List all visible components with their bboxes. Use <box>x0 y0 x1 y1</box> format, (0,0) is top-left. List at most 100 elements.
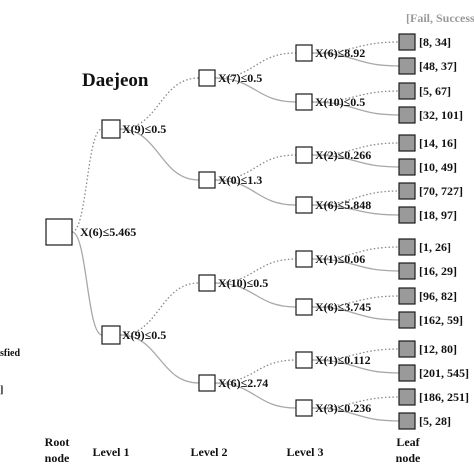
node-box-l3_b <box>295 93 313 111</box>
split-condition-l3_f: X(6)≤3.745 <box>315 300 371 314</box>
side-mark-fragment: ] <box>0 385 3 396</box>
level-1-label: Level 1 <box>93 445 130 459</box>
leaf-value-6: [10, 49] <box>419 160 457 174</box>
leaf-value-1: [8, 34] <box>419 35 451 49</box>
edge-l3_g-to-leaf-13 <box>311 348 400 361</box>
split-condition-l3_a: X(6)≤8.92 <box>315 46 365 60</box>
node-box-l2_b <box>198 171 216 189</box>
split-condition-l2_c: X(10)≤0.5 <box>218 276 268 290</box>
edge-l3_c-to-leaf-6 <box>311 154 400 168</box>
edge-l3_e-to-leaf-9 <box>311 246 400 260</box>
level-labels: Root node Level 1 Level 2 Level 3 Leaf n… <box>45 435 421 465</box>
split-condition-l3_e: X(1)≤0.06 <box>315 252 365 266</box>
edge-root-to-l1_bot <box>71 231 103 336</box>
edge-l3_d-to-leaf-7 <box>311 190 400 206</box>
edge-l3_b-to-leaf-4 <box>311 101 400 116</box>
split-condition-l3_g: X(1)≤0.112 <box>315 353 371 367</box>
leaf-box-1 <box>398 33 416 51</box>
edge-l3_b-to-leaf-3 <box>311 90 400 103</box>
leaf-box-16 <box>398 412 416 430</box>
leaf-box-7 <box>398 182 416 200</box>
level-root-label-line2: node <box>45 451 70 465</box>
node-box-l3_e <box>295 250 313 268</box>
leaf-box-9 <box>398 238 416 256</box>
split-condition-l1_bot: X(9)≤0.5 <box>122 328 166 342</box>
edge-l2_a-to-l3_a <box>214 52 297 79</box>
edge-l2_d-to-l3_g <box>214 359 297 384</box>
leaf-value-header: [Fail, Success] <box>406 11 474 25</box>
edge-l1_top-to-l2_b <box>119 128 200 181</box>
leaf-value-16: [5, 28] <box>419 414 451 428</box>
leaf-value-14: [201, 545] <box>419 366 469 380</box>
tree-nodes: X(6)≤5.465X(9)≤0.5X(9)≤0.5X(7)≤0.5X(0)≤1… <box>45 33 469 430</box>
node-box-l3_f <box>295 298 313 316</box>
diagram-title: Daejeon <box>82 70 149 91</box>
edge-l3_a-to-leaf-1 <box>311 41 400 54</box>
edge-l2_d-to-l3_h <box>214 382 297 409</box>
leaf-value-4: [32, 101] <box>419 108 463 122</box>
node-box-l3_h <box>295 399 313 417</box>
leaf-box-10 <box>398 262 416 280</box>
edge-l3_a-to-leaf-2 <box>311 52 400 67</box>
node-box-l2_d <box>198 374 216 392</box>
node-box-l2_c <box>198 274 216 292</box>
split-condition-l3_d: X(6)≤5.848 <box>315 198 371 212</box>
edge-l2_a-to-l3_b <box>214 77 297 103</box>
split-condition-l2_a: X(7)≤0.5 <box>218 71 262 85</box>
leaf-value-10: [16, 29] <box>419 264 457 278</box>
leaf-box-11 <box>398 287 416 305</box>
leaf-value-8: [18, 97] <box>419 208 457 222</box>
node-box-l3_a <box>295 44 313 62</box>
leaf-box-3 <box>398 82 416 100</box>
split-condition-l2_d: X(6)≤2.74 <box>218 376 268 390</box>
leaf-value-12: [162, 59] <box>419 313 463 327</box>
side-text-fragment: sfied <box>0 348 20 359</box>
node-box-l3_g <box>295 351 313 369</box>
leaf-value-7: [70, 727] <box>419 184 463 198</box>
split-condition-root: X(6)≤5.465 <box>80 225 136 239</box>
level-2-label: Level 2 <box>191 445 228 459</box>
node-box-l1_bot <box>101 325 121 345</box>
leaf-value-9: [1, 26] <box>419 240 451 254</box>
split-condition-l3_c: X(2)≤0.266 <box>315 148 371 162</box>
leaf-value-5: [14, 16] <box>419 136 457 150</box>
leaf-box-4 <box>398 106 416 124</box>
leaf-value-11: [96, 82] <box>419 289 457 303</box>
node-box-root <box>45 218 73 246</box>
leaf-value-3: [5, 67] <box>419 84 451 98</box>
leaf-box-8 <box>398 206 416 224</box>
edge-l3_d-to-leaf-8 <box>311 204 400 216</box>
edge-l1_top-to-l2_a <box>119 77 200 130</box>
leaf-box-14 <box>398 364 416 382</box>
leaf-box-15 <box>398 388 416 406</box>
edge-l3_g-to-leaf-14 <box>311 359 400 374</box>
leaf-box-5 <box>398 134 416 152</box>
level-3-label: Level 3 <box>287 445 324 459</box>
edge-root-to-l1_top <box>71 128 103 233</box>
edge-l2_b-to-l3_d <box>214 179 297 206</box>
edge-l2_c-to-l3_e <box>214 258 297 284</box>
leaf-box-6 <box>398 158 416 176</box>
node-box-l3_d <box>295 196 313 214</box>
split-condition-l1_top: X(9)≤0.5 <box>122 122 166 136</box>
leaf-value-13: [12, 80] <box>419 342 457 356</box>
node-box-l1_top <box>101 119 121 139</box>
edge-l3_c-to-leaf-5 <box>311 142 400 156</box>
node-box-l2_a <box>198 69 216 87</box>
leaf-box-12 <box>398 311 416 329</box>
tree-edges <box>71 41 400 422</box>
leaf-box-2 <box>398 57 416 75</box>
split-condition-l2_b: X(0)≤1.3 <box>218 173 262 187</box>
leaf-box-13 <box>398 340 416 358</box>
level-leaf-label-line2: node <box>396 451 421 465</box>
edge-l3_h-to-leaf-16 <box>311 407 400 422</box>
split-condition-l3_h: X(3)≤0.236 <box>315 401 371 415</box>
edge-l3_f-to-leaf-11 <box>311 295 400 308</box>
level-leaf-label-line1: Leaf <box>396 435 420 449</box>
level-root-label-line1: Root <box>45 435 70 449</box>
leaf-value-2: [48, 37] <box>419 59 457 73</box>
edge-l1_bot-to-l2_c <box>119 282 200 336</box>
node-box-l3_c <box>295 146 313 164</box>
leaf-value-15: [186, 251] <box>419 390 469 404</box>
